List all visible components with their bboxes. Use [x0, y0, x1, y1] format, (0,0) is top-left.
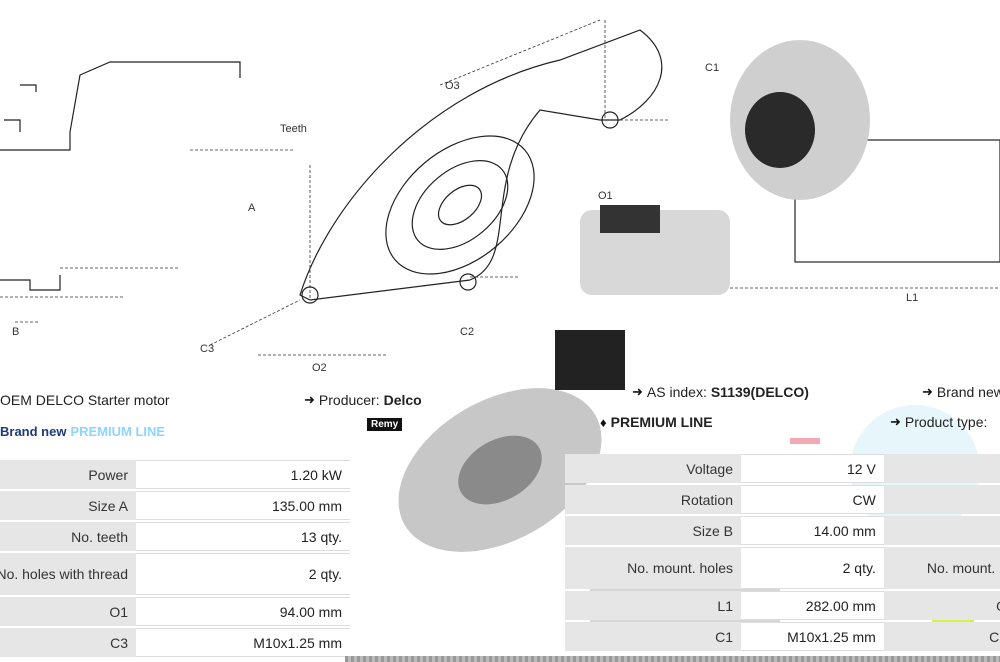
info-icon: ➜	[890, 414, 901, 429]
remy-logo: Remy	[367, 418, 403, 431]
spec-value: 135.00 mm	[136, 491, 350, 520]
spec-value: 12 V	[741, 454, 884, 483]
spec-label: Size B	[565, 516, 741, 545]
spec-label: L1	[565, 591, 741, 620]
spec-value: 282.00 mm	[741, 591, 884, 620]
info-icon: ➜	[922, 384, 933, 399]
bottom-divider	[345, 656, 1000, 662]
spec-value: M10x1.25 mm	[136, 628, 350, 657]
label-c1: C1	[705, 62, 720, 74]
flange-spiral	[385, 135, 535, 275]
spec-label: C2	[883, 622, 1000, 651]
as-index-info: ➜AS index:S1139(DELCO)	[632, 384, 809, 400]
label-c2: C2	[460, 326, 475, 338]
info-icon: ➜	[632, 384, 643, 399]
label-a: A	[248, 202, 256, 214]
spec-label: No. teeth	[0, 522, 136, 551]
product-description: OEM DELCO Starter motor	[0, 392, 170, 408]
spec-value: 13 qty.	[136, 522, 350, 551]
motor-side-outline	[794, 139, 1000, 263]
spec-value: CW	[741, 485, 884, 514]
spec-label: Rotation	[565, 485, 741, 514]
spec-label: C3	[0, 628, 136, 657]
spec-value: 94.00 mm	[136, 597, 350, 626]
spec-label: No. mount. holes	[565, 547, 741, 589]
spec-label: O1	[0, 597, 136, 626]
label-c3: C3	[200, 343, 215, 355]
spec-value: 14.00 mm	[741, 516, 884, 545]
spec-label	[883, 485, 1000, 514]
label-b: B	[12, 326, 20, 338]
label-teeth: Teeth	[280, 123, 307, 135]
label-l1: L1	[906, 292, 919, 304]
flange-plate	[299, 29, 663, 301]
product-type-info: ➜Product type:	[890, 414, 988, 430]
premium-line-badge: ♦PREMIUM LINE	[600, 414, 713, 430]
spec-label: No. holes with thread	[0, 553, 136, 595]
producer-info: ➜Producer:Delco	[304, 392, 422, 408]
spec-label: Voltage	[565, 454, 741, 483]
spec-value: 2 qty.	[136, 553, 350, 595]
info-icon: ➜	[304, 392, 315, 407]
spec-label: Size A	[0, 491, 136, 520]
spec-label: O	[883, 591, 1000, 620]
technical-drawing	[0, 19, 1000, 356]
diamond-icon: ♦	[600, 414, 607, 430]
spec-value: 1.20 kW	[136, 460, 350, 489]
label-o2: O2	[312, 362, 327, 374]
label-o1: O1	[598, 190, 613, 202]
brand-new-info: ➜Brand new	[922, 384, 1000, 400]
motor-outline	[0, 61, 241, 291]
spec-label: C1	[565, 622, 741, 651]
spec-value: 2 qty.	[741, 547, 884, 589]
label-o3: O3	[445, 80, 460, 92]
spec-label: No. mount. h	[883, 547, 1000, 589]
spec-label	[883, 516, 1000, 545]
spec-label	[883, 454, 1000, 483]
spec-label: Power	[0, 460, 136, 489]
spec-value: M10x1.25 mm	[741, 622, 884, 651]
